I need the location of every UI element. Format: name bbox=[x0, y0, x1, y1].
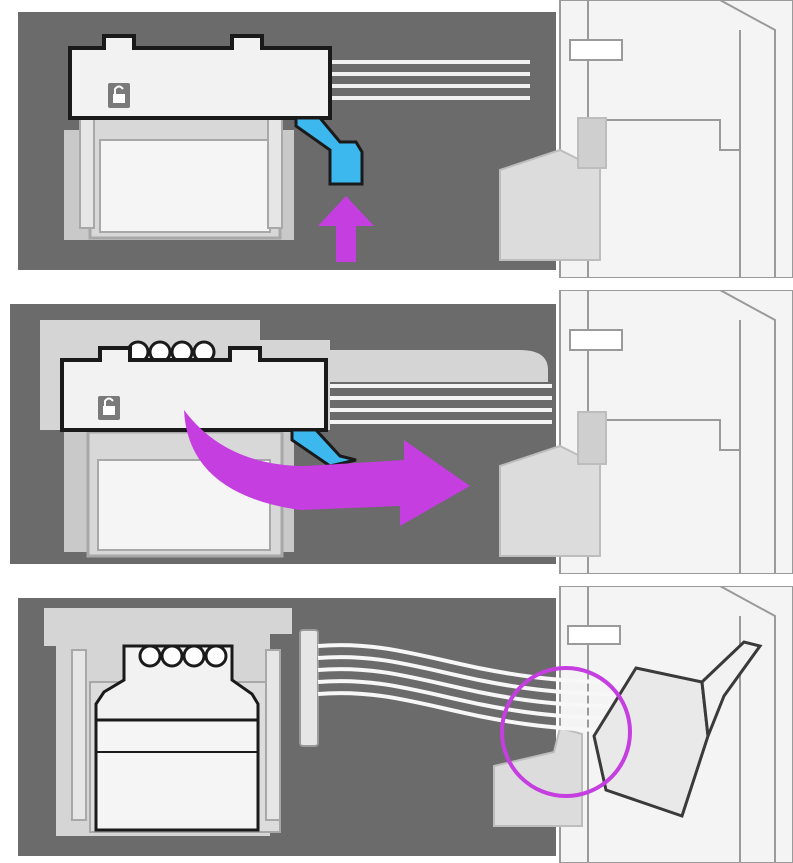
cable-receptacle bbox=[499, 117, 607, 261]
blue-latch bbox=[290, 428, 357, 468]
ribbon-cable bbox=[330, 384, 552, 424]
step-3-illustration bbox=[18, 586, 793, 863]
cable-receptacle bbox=[493, 726, 583, 827]
printhead-cover bbox=[60, 346, 328, 432]
arrow-up-icon bbox=[318, 196, 374, 262]
step-2-panel bbox=[0, 290, 793, 574]
highlight-circle-icon bbox=[500, 666, 632, 798]
unlock-icon bbox=[108, 83, 130, 108]
step-1-panel bbox=[0, 0, 793, 278]
ink-cartridge-tops bbox=[126, 340, 216, 364]
cable-receptacle bbox=[499, 411, 607, 557]
unlock-icon bbox=[98, 396, 120, 420]
ribbon-cable bbox=[330, 60, 530, 100]
step-1-illustration bbox=[18, 0, 793, 278]
step-3-panel bbox=[0, 586, 793, 863]
cable-connector bbox=[299, 629, 319, 747]
ink-cartridge-tops bbox=[138, 644, 228, 668]
step-2-illustration bbox=[10, 290, 793, 574]
curved-arrow-icon bbox=[184, 410, 470, 526]
ribbon-cable bbox=[317, 643, 641, 733]
printhead-cover bbox=[68, 34, 332, 120]
blue-latch bbox=[294, 116, 364, 186]
printhead-carriage bbox=[64, 108, 294, 240]
